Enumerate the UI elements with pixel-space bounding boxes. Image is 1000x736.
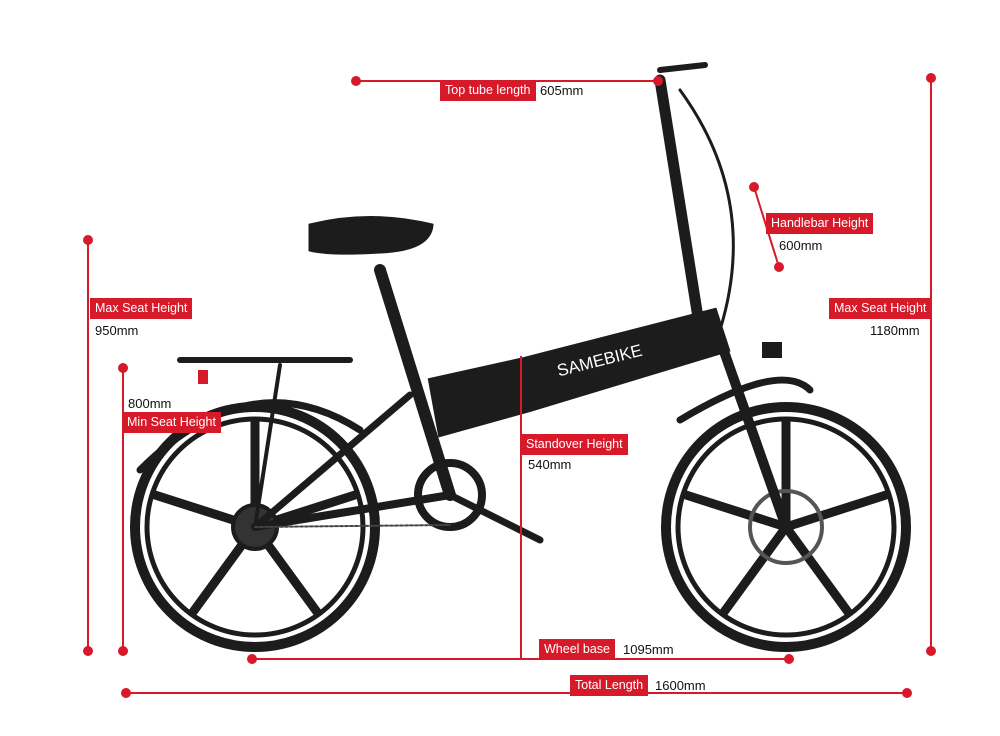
standover-value: 540mm (528, 457, 572, 472)
standover-label: Standover Height (521, 434, 628, 455)
top-tube-label: Top tube length (440, 80, 536, 101)
max-seat-left-value: 950mm (95, 323, 139, 338)
front-light (762, 342, 782, 358)
max-seat-right-label: Max Seat Height (829, 298, 932, 319)
wheel-base-label: Wheel base (539, 639, 616, 660)
wheel-base-value: 1095mm (623, 642, 674, 657)
top-tube-value: 605mm (540, 83, 584, 98)
max-seat-left-label: Max Seat Height (90, 298, 193, 319)
total-length-value: 1600mm (655, 678, 706, 693)
bike-illustration (130, 62, 911, 652)
max-seat-right-value: 1180mm (870, 323, 920, 338)
dimension-lines (83, 73, 936, 698)
handlebar-label: Handlebar Height (766, 213, 874, 234)
total-length-label: Total Length (570, 675, 649, 696)
min-seat-value: 800mm (128, 396, 172, 411)
handlebar-value: 600mm (779, 238, 823, 253)
saddle (308, 216, 434, 255)
rear-reflector (198, 370, 208, 384)
front-wheel (661, 402, 911, 652)
min-seat-label: Min Seat Height (122, 412, 221, 433)
frame (136, 62, 814, 544)
